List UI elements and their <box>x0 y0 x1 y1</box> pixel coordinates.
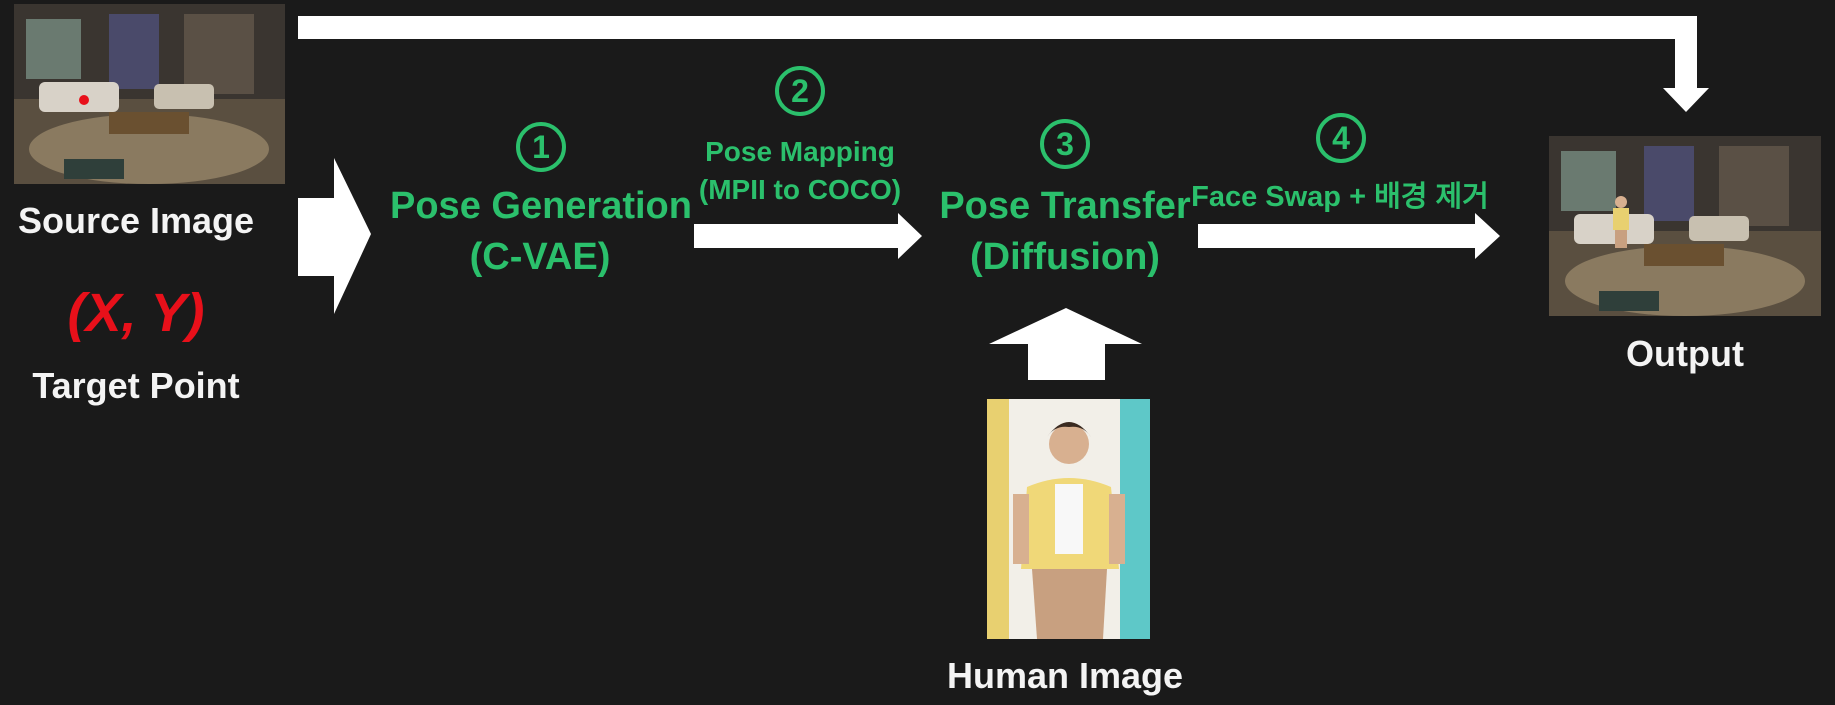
source-image-label: Source Image <box>17 200 255 241</box>
step-4-number: 4 <box>1316 113 1366 163</box>
step-2-title: Pose Mapping <box>705 136 895 167</box>
bypass-arrow <box>298 16 1709 112</box>
human-up-arrow <box>989 308 1142 380</box>
step-2-subtitle: (MPII to COCO) <box>698 174 902 205</box>
output-image <box>1549 136 1821 316</box>
input-arrow <box>298 158 371 314</box>
output-label: Output <box>1626 333 1744 374</box>
human-image-label: Human Image <box>946 655 1184 696</box>
step-2-number: 2 <box>775 66 825 116</box>
step-1-title: Pose Generation <box>390 185 692 227</box>
mapping-arrow <box>694 213 922 259</box>
step-3-title: Pose Transfer <box>939 185 1191 227</box>
step-1-number: 1 <box>516 122 566 172</box>
source-image <box>14 4 285 184</box>
step-3-subtitle: (Diffusion) <box>970 236 1160 278</box>
target-point-label: Target Point <box>32 365 240 406</box>
faceswap-arrow <box>1198 213 1500 259</box>
step-1-subtitle: (C-VAE) <box>469 236 611 278</box>
step-3-number: 3 <box>1040 119 1090 169</box>
human-image <box>987 399 1150 639</box>
step-4-title: Face Swap + 배경 제거 <box>1191 181 1489 213</box>
target-point-coords: (X, Y) <box>67 283 205 343</box>
